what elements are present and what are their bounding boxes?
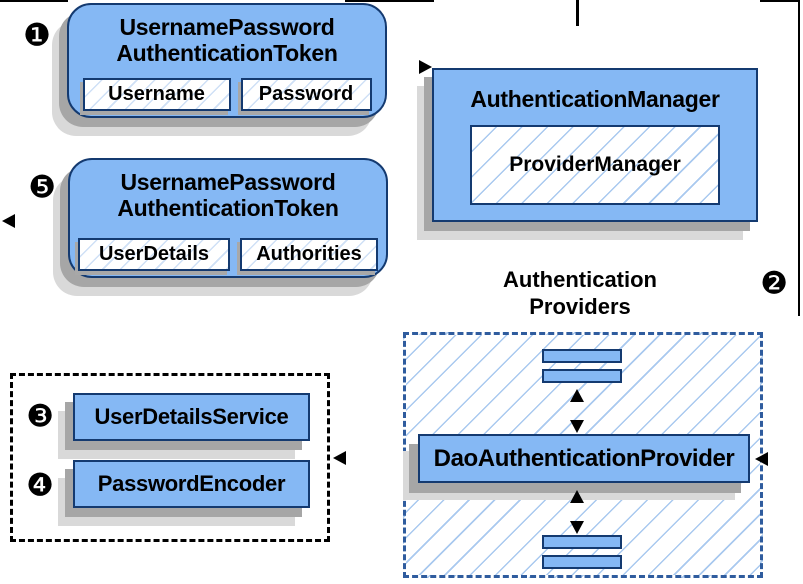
authentication-manager-title: AuthenticationManager <box>470 86 720 112</box>
authentication-manager-box: AuthenticationManager ProviderManager <box>432 68 758 222</box>
authentication-providers-label-line2: Providers <box>529 294 631 319</box>
authentication-providers-label-line1: Authentication <box>503 267 657 292</box>
request-token-fields: Username Password <box>69 78 385 111</box>
arrow-down-icon <box>570 521 584 534</box>
response-token-title-line1: UsernamePassword <box>120 169 336 195</box>
password-field-box: Password <box>240 78 372 111</box>
step-1-badge: ❶ <box>23 17 51 54</box>
username-field-box: Username <box>82 78 231 111</box>
authentication-providers-label: Authentication Providers <box>455 266 705 320</box>
dao-authentication-provider-label: DaoAuthenticationProvider <box>433 444 735 472</box>
request-token-title: UsernamePassword AuthenticationToken <box>69 14 385 66</box>
flow-line-into-dao <box>768 0 800 2</box>
request-token-title-line2: AuthenticationToken <box>116 40 338 66</box>
password-encoder-label: PasswordEncoder <box>97 471 286 496</box>
step-5-badge: ❺ <box>28 169 56 206</box>
user-details-service-label: UserDetailsService <box>94 404 289 429</box>
flow-line-dao-to-services <box>345 0 418 2</box>
response-token-fields: UserDetails Authorities <box>70 238 386 271</box>
flow-line-outgoing <box>13 0 68 2</box>
userdetails-field-box: UserDetails <box>78 238 230 271</box>
provider-bar <box>542 369 622 383</box>
arrow-right-icon <box>419 60 432 74</box>
arrow-left-icon <box>755 452 768 466</box>
password-encoder-box: PasswordEncoder <box>73 460 310 508</box>
provider-bar <box>542 349 622 363</box>
provider-bar <box>542 555 622 569</box>
arrow-up-icon <box>570 389 584 402</box>
user-details-service-box: UserDetailsService <box>73 393 310 441</box>
flow-line-right-vertical <box>798 0 800 316</box>
step-4-badge: ❹ <box>26 467 54 504</box>
response-token-box: UsernamePassword AuthenticationToken Use… <box>68 158 388 278</box>
response-token-title-line2: AuthenticationToken <box>117 195 339 221</box>
step-2-badge: ❷ <box>760 265 788 302</box>
authorities-field-box: Authorities <box>240 238 378 271</box>
step-3-badge: ❸ <box>26 398 54 435</box>
arrow-down-icon <box>570 420 584 433</box>
arrow-left-icon <box>2 214 15 228</box>
dao-authentication-provider-box: DaoAuthenticationProvider <box>418 434 750 483</box>
provider-bar <box>542 535 622 549</box>
response-token-title: UsernamePassword AuthenticationToken <box>70 169 386 221</box>
request-token-box: UsernamePassword AuthenticationToken Use… <box>67 3 387 118</box>
request-token-title-line1: UsernamePassword <box>119 14 335 40</box>
double-arrow-line-bottom <box>576 0 579 26</box>
arrow-up-icon <box>570 490 584 503</box>
arrow-left-icon <box>333 451 346 465</box>
provider-manager-box: ProviderManager <box>470 125 720 205</box>
collaborators-container <box>10 373 330 542</box>
